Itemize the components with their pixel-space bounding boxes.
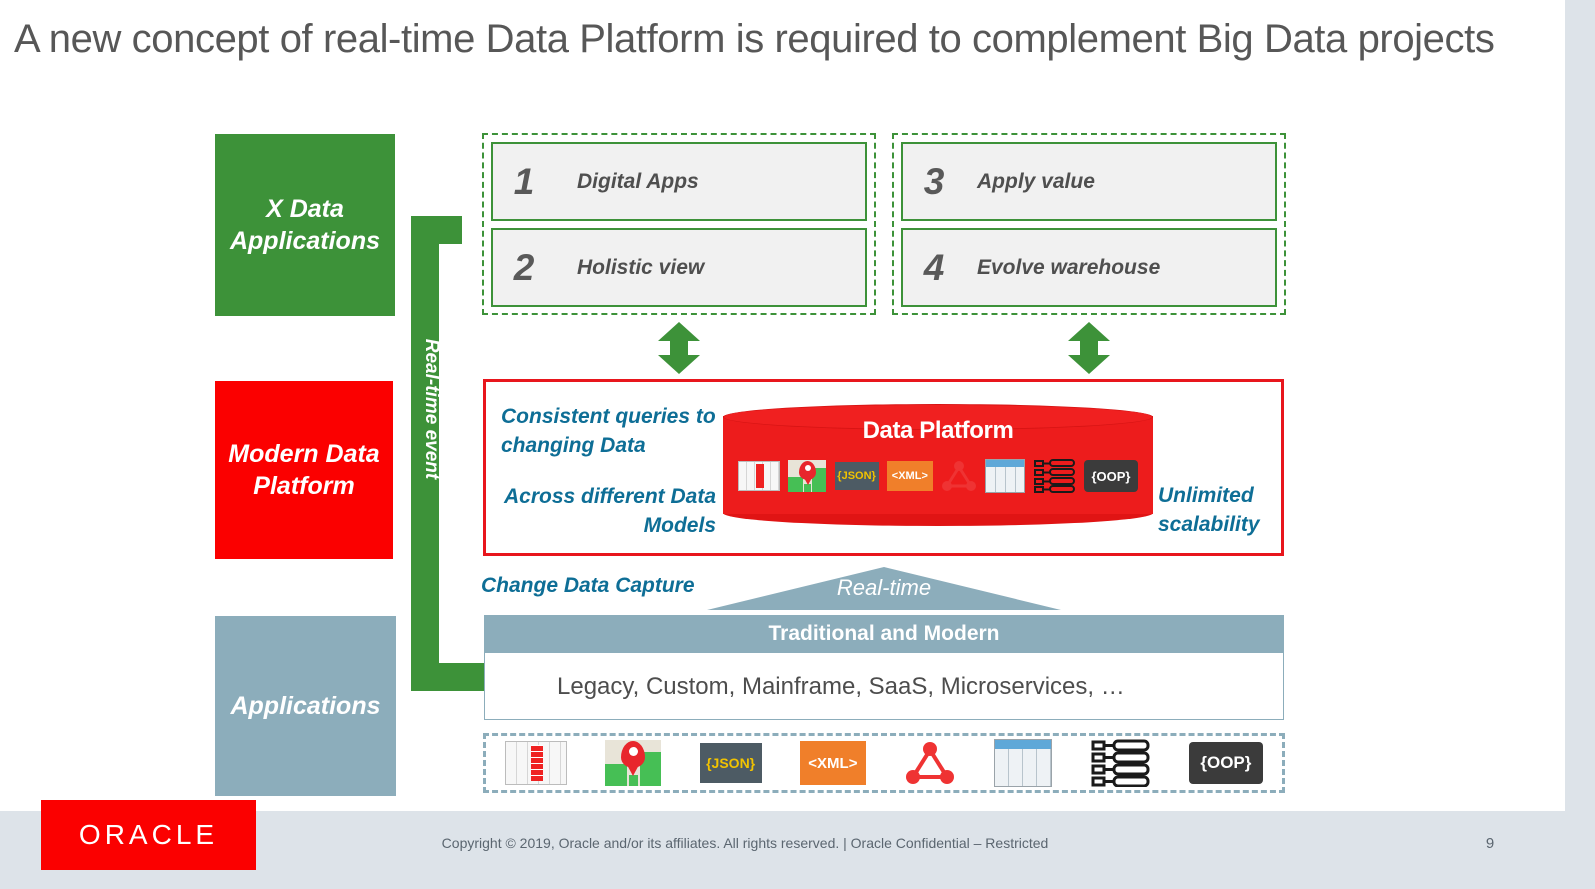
numbered-item-1[interactable]: 1 Digital Apps	[491, 142, 867, 221]
category-box-modern-data-platform[interactable]: Modern Data Platform	[215, 381, 393, 559]
numbered-group-left: 1 Digital Apps 2 Holistic view	[482, 133, 876, 315]
numbered-item-3[interactable]: 3 Apply value	[901, 142, 1277, 221]
cylinder-title: Data Platform	[862, 417, 1014, 444]
consistent-queries-text: Consistent queries to changing Data	[501, 405, 716, 457]
numbered-item-2[interactable]: 2 Holistic view	[491, 228, 867, 307]
numbered-group-right: 3 Apply value 4 Evolve warehouse	[892, 133, 1286, 315]
data-platform-cylinder[interactable]: Data Platform {JSON} <XML>	[723, 404, 1153, 526]
oop-icon: {OOP}	[1188, 742, 1263, 784]
realtime-triangle-label: Real-time	[836, 575, 932, 600]
traditional-modern-header: Traditional and Modern	[484, 615, 1284, 652]
json-icon: {JSON}	[699, 743, 762, 783]
graph-icon	[941, 460, 977, 492]
spatial-map-pin-icon	[605, 740, 662, 786]
spatial-grid-icon	[994, 739, 1053, 787]
slide-right-margin	[1565, 0, 1595, 889]
change-data-capture-label: Change Data Capture	[481, 574, 695, 597]
xml-icon: <XML>	[886, 461, 933, 491]
item-label: Apply value	[977, 169, 1095, 193]
cylinder-top-ellipse	[723, 404, 1153, 430]
category-box-label: Applications	[230, 692, 381, 720]
category-box-label: Modern Data Platform	[228, 440, 380, 500]
item-number: 1	[513, 160, 535, 202]
oracle-wordmark: ORACLE	[78, 819, 219, 850]
item-label: Evolve warehouse	[977, 255, 1161, 279]
bottom-data-model-icon-strip: {JSON} <XML>	[483, 733, 1285, 793]
oracle-logo: ORACLE	[41, 800, 256, 870]
realtime-arrow-cap	[439, 216, 462, 244]
graph-icon	[904, 740, 956, 786]
applications-list-row: Legacy, Custom, Mainframe, SaaS, Microse…	[484, 652, 1284, 720]
unlimited-scalability-text: Unlimited scalability	[1158, 484, 1260, 536]
realtime-arrow-label: Real-time event	[421, 338, 442, 480]
page-title: A new concept of real-time Data Platform…	[14, 17, 1495, 61]
footer-page-number: 9	[1485, 835, 1495, 852]
spatial-grid-icon	[985, 459, 1026, 493]
cylinder-icon-row: {JSON} <XML>	[738, 456, 1138, 496]
category-box-label: X Data Applications	[229, 195, 380, 255]
item-label: Digital Apps	[577, 169, 699, 193]
xml-icon: <XML>	[799, 741, 866, 785]
item-number: 4	[923, 246, 945, 288]
double-arrow-up-down-icon-left	[658, 322, 700, 374]
category-box-applications[interactable]: Applications	[215, 616, 396, 796]
spatial-map-pin-icon	[788, 460, 827, 492]
footer-copyright-text: Copyright © 2019, Oracle and/or its affi…	[441, 835, 1049, 851]
item-number: 2	[513, 246, 535, 288]
numbered-item-4[interactable]: 4 Evolve warehouse	[901, 228, 1277, 307]
category-box-x-data-applications[interactable]: X Data Applications	[215, 134, 395, 316]
realtime-triangle: Real-time	[707, 567, 1061, 610]
relational-table-icon	[505, 741, 568, 785]
across-data-models-text: Across different Data Models	[503, 485, 716, 537]
realtime-arrow-shaft-vertical	[411, 216, 439, 691]
json-icon: {JSON}	[834, 462, 879, 490]
relational-table-icon	[738, 461, 780, 491]
key-value-icon	[1033, 459, 1076, 493]
realtime-arrow-shaft-horizontal	[411, 663, 487, 691]
triangle-shape	[707, 567, 1061, 610]
slide-footer-bar	[0, 811, 1565, 889]
double-arrow-up-down-icon-right	[1068, 322, 1110, 374]
slide-canvas: A new concept of real-time Data Platform…	[0, 0, 1565, 811]
item-number: 3	[923, 160, 945, 202]
item-label: Holistic view	[577, 255, 705, 279]
oop-icon: {OOP}	[1083, 460, 1138, 492]
key-value-icon	[1091, 739, 1151, 788]
